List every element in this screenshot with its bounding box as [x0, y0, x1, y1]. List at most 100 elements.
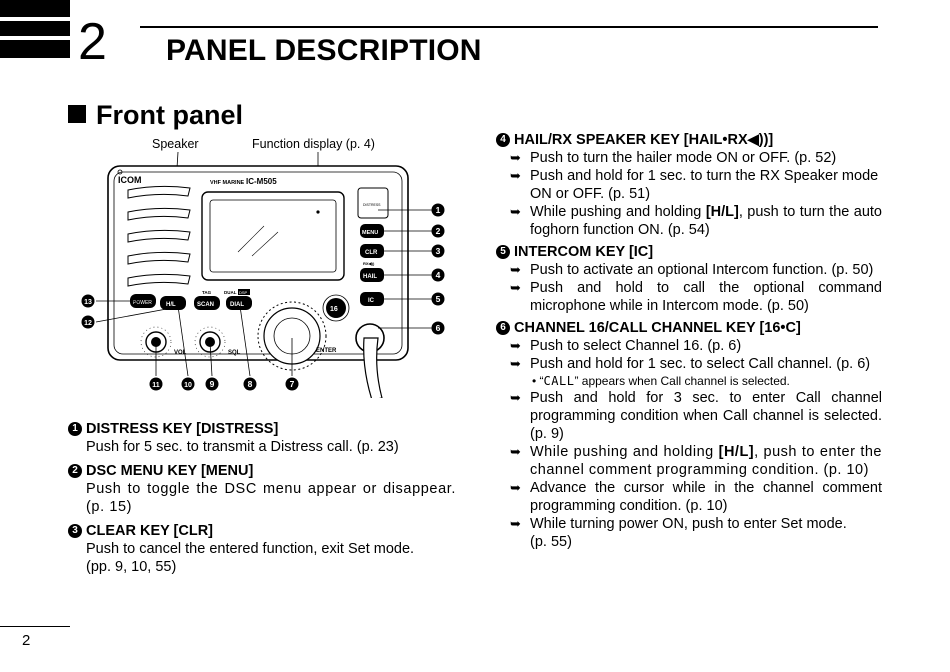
item-title: INTERCOM KEY [IC] — [514, 244, 654, 260]
bullet-text: While turning power ON, push to enter Se… — [530, 515, 882, 551]
item-title: CHANNEL 16/CALL CHANNEL KEY [16•C] — [514, 320, 801, 336]
arrow-icon: ➥ — [510, 280, 521, 295]
callout-13: 13 — [84, 299, 92, 306]
brand-logo: ICOM — [118, 175, 142, 185]
speaker-grille — [127, 185, 191, 287]
list-item: ➥Push and hold for 3 sec. to enter Call … — [496, 389, 882, 443]
hl-key-label: H/L — [166, 302, 176, 308]
scan-key-label: SCAN — [197, 302, 214, 308]
chapter-number: 2 — [78, 13, 107, 71]
list-item: ➥ Push to turn the hailer mode ON or OFF.… — [496, 149, 882, 167]
menu-key-label: MENU — [362, 230, 378, 236]
call-note: • “CALL” appears when Call channel is se… — [496, 373, 882, 389]
item-title: DISTRESS KEY [DISTRESS] — [86, 421, 279, 437]
arrow-icon: ➥ — [510, 516, 521, 531]
mic-jack — [355, 323, 385, 398]
bullet-text: Push and hold for 1 sec. to turn the RX … — [530, 168, 879, 202]
list-item: ➥ Advance the cursor while in the channel… — [496, 479, 882, 515]
callout-3: 3 — [436, 246, 441, 256]
clr-heading: 3 CLEAR KEY [CLR] — [68, 522, 456, 540]
chapter-rule — [140, 26, 878, 28]
arrow-icon: ➥ — [510, 150, 521, 165]
bullet-text-part: , push to enter the channel comment prog… — [530, 444, 882, 478]
item-number: 4 — [496, 133, 510, 147]
arrow-icon: ➥ — [510, 480, 521, 495]
ch16-key-label: 16 — [330, 306, 338, 313]
arrow-icon: ➥ — [510, 444, 521, 459]
clr-desc-2: (pp. 9, 10, 55) — [86, 559, 177, 575]
clr-key-label: CLR — [365, 250, 378, 256]
bullet-text: Push to turn the hailer mode ON or OFF. … — [530, 150, 837, 166]
note-text-part: • “ — [532, 374, 544, 388]
callout-11: 11 — [152, 382, 160, 389]
power-key-label: POWER — [133, 300, 152, 306]
hail-heading: 4 HAIL/RX SPEAKER KEY [HAIL•RX◀))] — [496, 131, 882, 149]
ic-key-label: IC — [368, 298, 375, 304]
list-item: ➥Push and hold to call the optional comm… — [496, 279, 882, 315]
section-title: Front panel — [68, 100, 243, 131]
arrow-icon: ➥ — [510, 338, 521, 353]
square-bullet-icon — [68, 105, 86, 123]
list-item: ➥ Push and hold for 1 sec. to select Call… — [496, 355, 882, 373]
model-small: VHF MARINE — [210, 180, 245, 186]
dual-box-label: DSP — [239, 290, 248, 295]
distress-key[interactable] — [357, 187, 389, 219]
hl-key[interactable] — [160, 296, 186, 310]
menu-desc: Push to toggle the DSC menu appear or di… — [86, 481, 456, 515]
bullet-text: Advance the cursor while in the channel … — [530, 480, 882, 514]
item-title: CLEAR KEY [CLR] — [86, 523, 214, 539]
bullet-text: Push to activate an optional Intercom fu… — [530, 262, 874, 278]
hail-key-label: HAIL — [363, 274, 377, 280]
callout-6: 6 — [436, 323, 441, 333]
model-name: IC-M505 — [246, 177, 277, 186]
callout-7: 7 — [290, 379, 295, 389]
item-number: 3 — [68, 524, 82, 538]
arrow-icon: ➥ — [510, 356, 521, 371]
callout-2: 2 — [436, 226, 441, 236]
hail-key[interactable] — [360, 268, 384, 282]
callout-1: 1 — [436, 205, 441, 215]
sql-label: SQL — [228, 350, 241, 356]
arrow-icon: ➥ — [510, 168, 521, 183]
power-key[interactable] — [130, 294, 156, 308]
callout-8: 8 — [248, 379, 253, 389]
display-label: Function display (p. 4) — [252, 137, 375, 151]
page-rule — [0, 626, 70, 627]
enter-label: ENTER — [316, 348, 337, 354]
tag-label: TAG — [202, 290, 212, 295]
section-title-text: Front panel — [96, 100, 243, 130]
menu-key[interactable] — [360, 224, 384, 238]
bullet-text: Push to select Channel 16. (p. 6) — [530, 338, 742, 354]
ch16-key[interactable] — [326, 298, 346, 318]
bullet-text: Push and hold for 1 sec. to select Call … — [530, 356, 871, 372]
arrow-icon: ➥ — [510, 262, 521, 277]
callout-4: 4 — [436, 270, 441, 280]
key-ref: [H/L] — [718, 444, 755, 460]
dial-key-label: DIAL — [230, 302, 244, 308]
dial-key[interactable] — [226, 296, 252, 310]
list-item: ➥ While turning power ON, push to enter S… — [496, 515, 882, 551]
item-title: HAIL/RX SPEAKER KEY [HAIL•RX◀))] — [514, 132, 774, 148]
bullet-text-part: , push to turn the auto foghorn function… — [530, 204, 882, 238]
arrow-icon: ➥ — [510, 390, 521, 405]
clr-key[interactable] — [360, 244, 384, 258]
distress-key-label: DISTRESS — [363, 203, 381, 207]
dual-label: DUAL — [224, 290, 237, 295]
arrow-icon: ➥ — [510, 204, 521, 219]
bullet-text: While pushing and holding [H/L], push to… — [530, 203, 882, 239]
vol-label: VOL — [174, 350, 187, 356]
channel-dial[interactable] — [257, 301, 327, 371]
list-item: ➥ Push and hold for 1 sec. to turn the RX… — [496, 167, 882, 203]
front-panel-diagram: Speaker Function display (p. 4) ICOM VHF… — [81, 137, 445, 398]
scan-key[interactable] — [194, 296, 220, 310]
clr-desc-1: Push to cancel the entered function, exi… — [86, 541, 415, 557]
callout-9: 9 — [210, 379, 215, 389]
ic-key[interactable] — [360, 292, 384, 306]
list-item: ➥ Push to activate an optional Intercom f… — [496, 261, 882, 279]
